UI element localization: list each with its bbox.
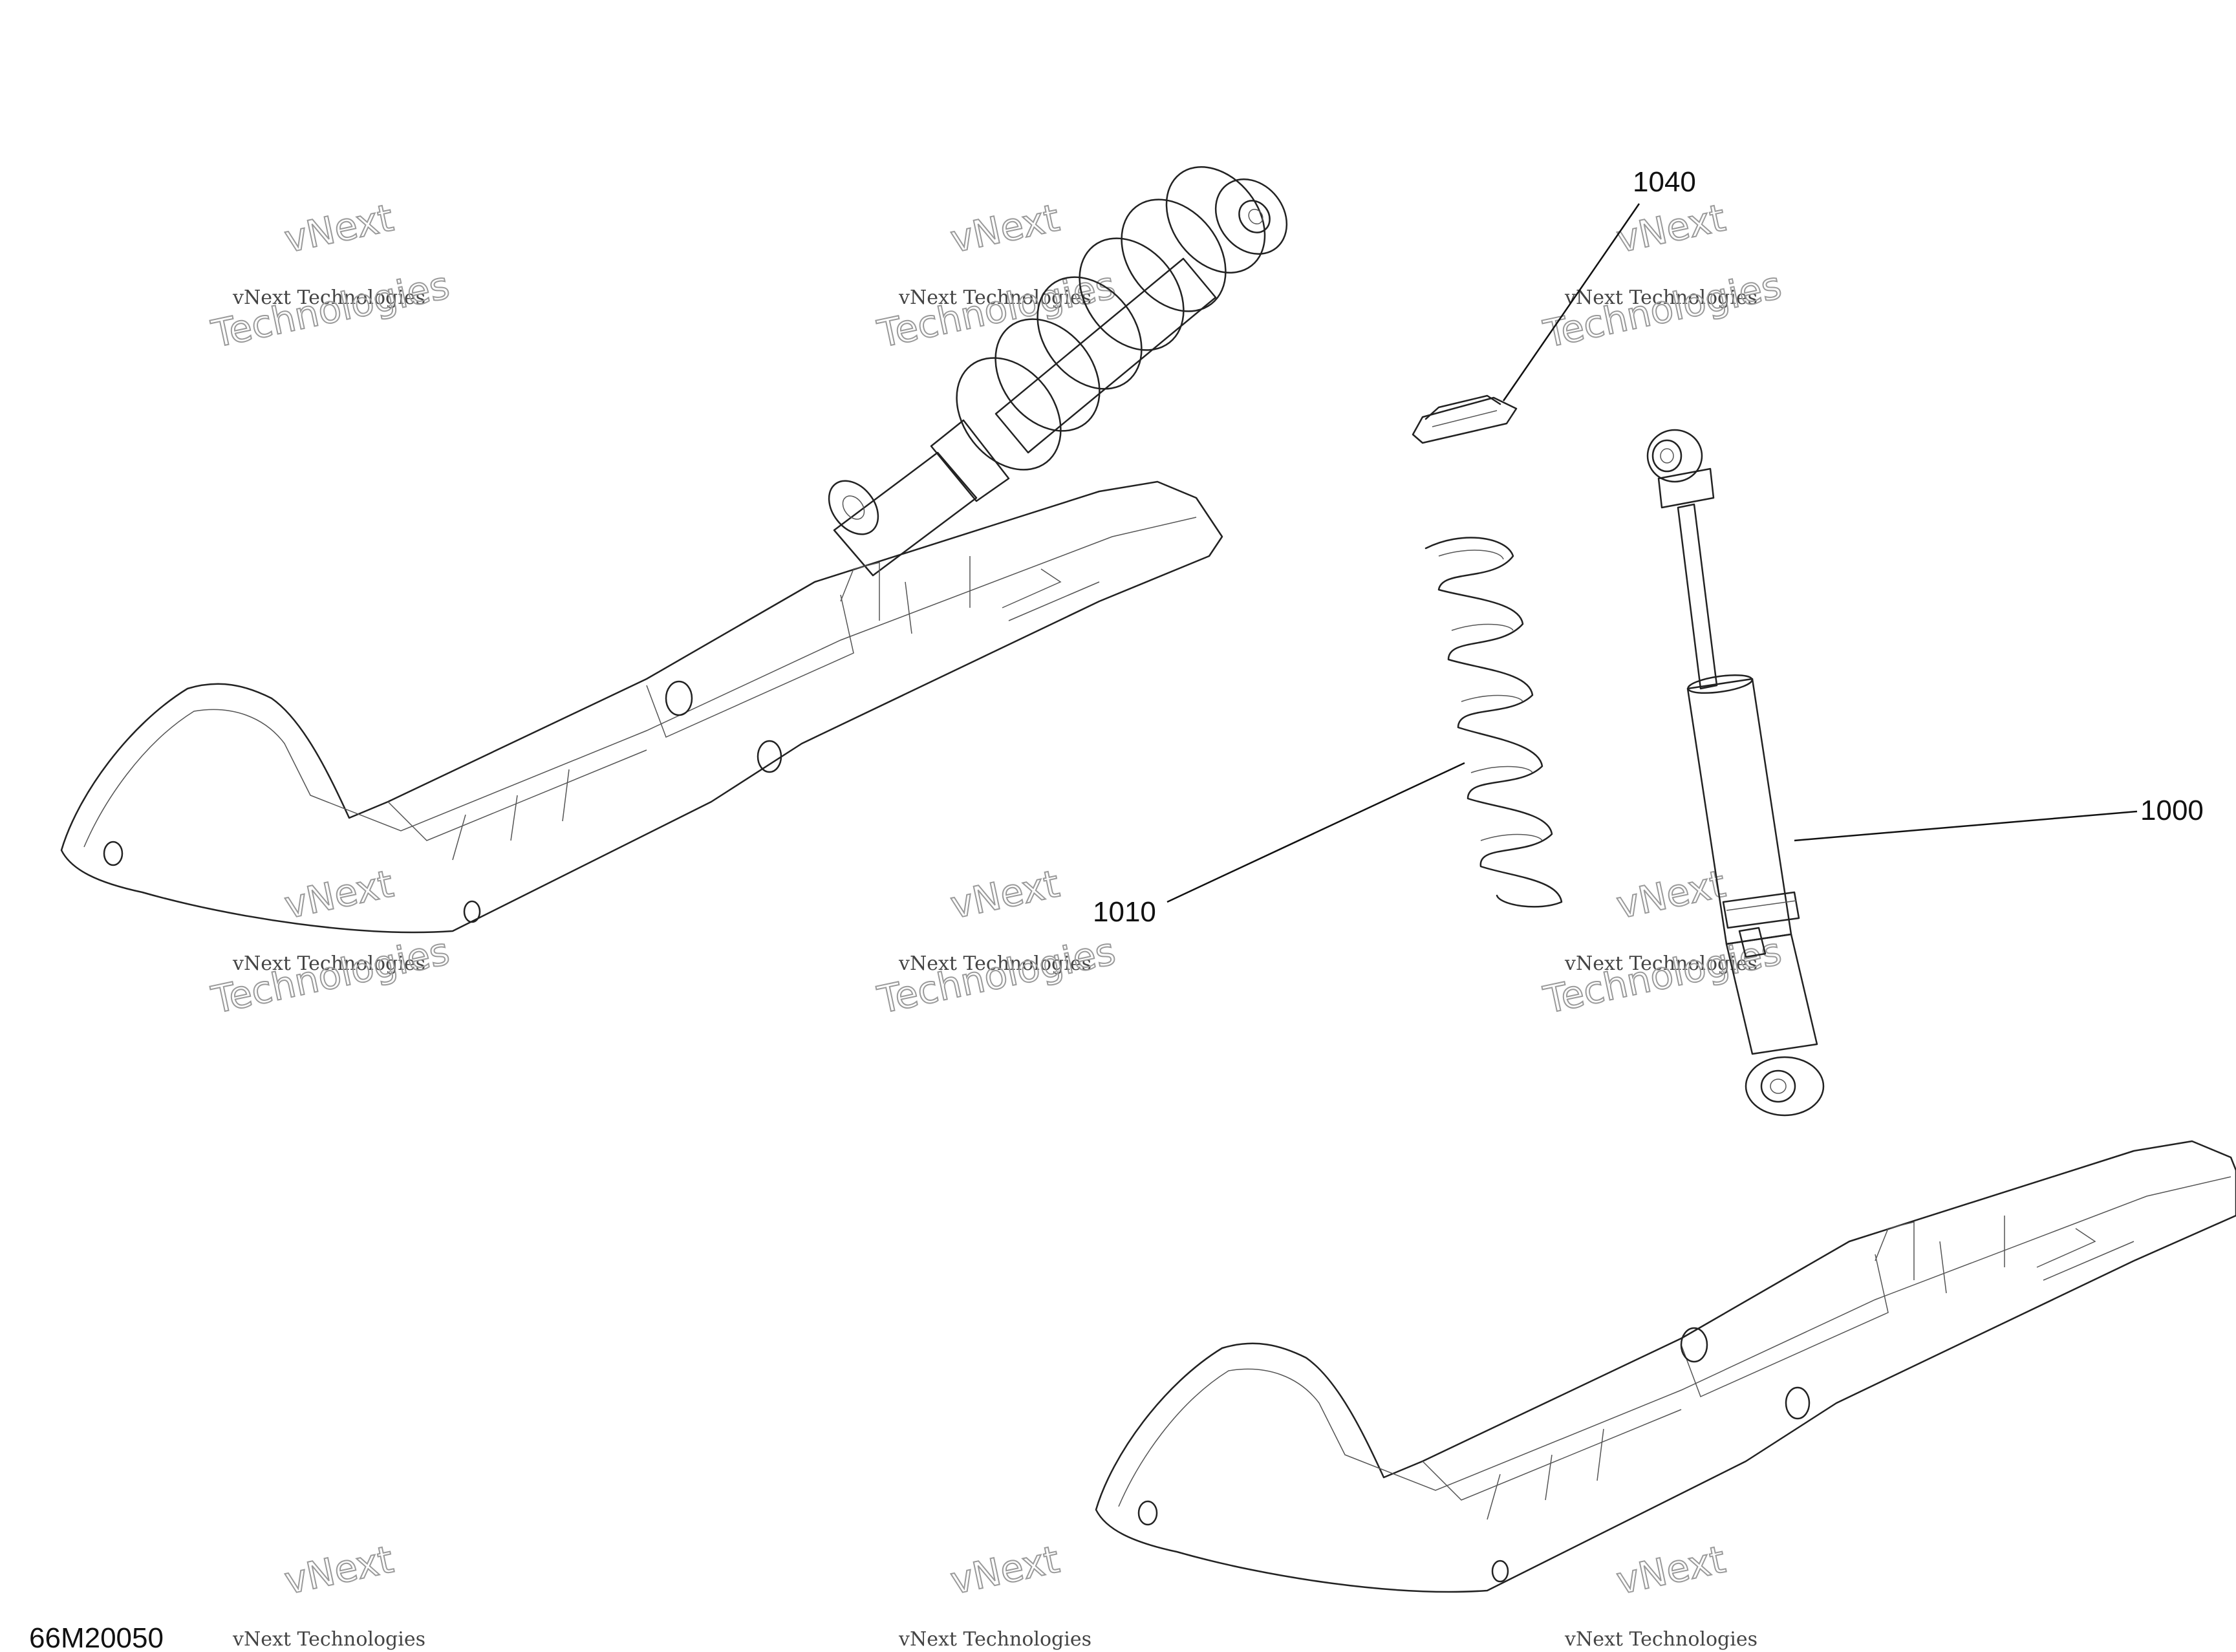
watermark-big-1: vNext bbox=[947, 1537, 1063, 1603]
watermark-big-1: vNext bbox=[281, 195, 397, 261]
watermark-big-1: vNext bbox=[281, 1537, 397, 1603]
watermark-big-2: Technologies bbox=[874, 929, 1119, 1022]
watermark-big-2: Technologies bbox=[208, 263, 453, 356]
callout-1010[interactable]: 1010 bbox=[1093, 896, 1156, 928]
ski bbox=[60, 480, 1223, 934]
watermark-big-2: Technologies bbox=[1540, 263, 1785, 356]
watermark-small: vNext Technologies bbox=[1564, 952, 1758, 975]
leader-1000 bbox=[1794, 810, 2138, 842]
watermark-big-1: vNext bbox=[281, 861, 397, 927]
shock-absorber bbox=[1646, 429, 1825, 1117]
leader-lines bbox=[1166, 203, 2138, 903]
callout-1000[interactable]: 1000 bbox=[2140, 795, 2204, 826]
watermark: vNext vNext Technologies Technologies bbox=[1539, 195, 1786, 356]
watermark-big-1: vNext bbox=[947, 861, 1063, 927]
watermark-big-1: vNext bbox=[1613, 1537, 1729, 1603]
coil-spring bbox=[1424, 537, 1563, 908]
watermark-small: vNext Technologies bbox=[898, 286, 1091, 309]
watermark: vNext vNext Technologies Technologies bbox=[207, 861, 454, 1022]
watermark-big-2: Technologies bbox=[208, 929, 453, 1022]
watermark: vNext vNext Technologies Technologies bbox=[873, 861, 1120, 1022]
watermark: vNext vNext Technologies bbox=[232, 1536, 425, 1651]
watermark-big-2: Technologies bbox=[1540, 929, 1785, 1022]
watermark-small: vNext Technologies bbox=[232, 952, 425, 975]
leader-1040 bbox=[1502, 203, 1640, 402]
leader-1010 bbox=[1166, 762, 1465, 903]
spring-cap bbox=[1412, 394, 1518, 444]
watermark-small: vNext Technologies bbox=[232, 286, 425, 309]
watermark: vNext vNext Technologies Technologies bbox=[1539, 861, 1786, 1022]
callout-1040[interactable]: 1040 bbox=[1633, 166, 1696, 198]
watermark-small: vNext Technologies bbox=[898, 1628, 1091, 1651]
shock-assembly bbox=[828, 166, 1288, 577]
watermark-small: vNext Technologies bbox=[1564, 1628, 1758, 1651]
watermark-small: vNext Technologies bbox=[232, 1628, 425, 1651]
watermark-big-1: vNext bbox=[947, 195, 1063, 261]
watermark: vNext vNext Technologies bbox=[898, 1536, 1091, 1651]
watermark-small: vNext Technologies bbox=[898, 952, 1091, 975]
watermark-group: vNext vNext Technologies Technologies vN… bbox=[207, 195, 1786, 1651]
ski bbox=[1095, 1140, 2236, 1593]
diagram-code: 66M20050 bbox=[29, 1622, 164, 1652]
watermark: vNext vNext Technologies Technologies bbox=[207, 195, 454, 356]
shock-assembly-spring bbox=[956, 166, 1266, 471]
watermark: vNext vNext Technologies bbox=[1564, 1536, 1758, 1651]
watermark-big-1: vNext bbox=[1613, 861, 1729, 927]
watermark-big-1: vNext bbox=[1613, 195, 1729, 261]
watermark-small: vNext Technologies bbox=[1564, 286, 1758, 309]
